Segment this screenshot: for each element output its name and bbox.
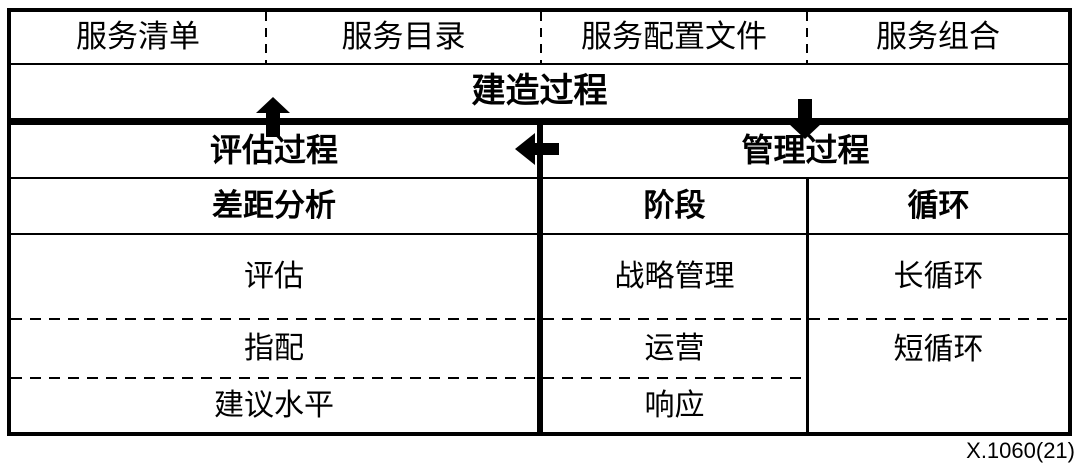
management-process-title: 管理过程 — [741, 132, 870, 169]
assignment-row: 指配 — [244, 332, 304, 365]
horizontal-divider — [543, 233, 806, 235]
horizontal-divider — [543, 177, 1068, 179]
dashed-horizontal-divider — [543, 377, 806, 379]
services-row: 服务清单 服务目录 服务配置文件 服务组合 — [11, 12, 1068, 63]
evaluation-row: 评估 — [244, 260, 304, 293]
horizontal-divider — [11, 177, 537, 179]
long-cycle-row: 长循环 — [893, 260, 984, 293]
short-cycle-row: 短循环 — [893, 333, 984, 366]
dashed-horizontal-divider — [11, 377, 537, 379]
dashed-horizontal-divider — [11, 318, 537, 320]
dashed-horizontal-divider — [543, 318, 806, 320]
service-portfolio-cell: 服务组合 — [876, 19, 1000, 55]
dashed-separator — [265, 12, 267, 63]
build-process-band: 建造过程 — [471, 71, 608, 110]
dashed-separator — [540, 12, 542, 63]
evaluation-process-panel: 评估过程 差距分析 评估 指配 建议水平 — [11, 125, 537, 432]
service-catalogue-cell: 服务目录 — [341, 19, 466, 55]
phase-cycle-grid: 阶段 战略管理 运营 响应 循环 长循环 短循环 — [543, 179, 1068, 432]
service-profile-cell: 服务配置文件 — [581, 19, 767, 55]
down-arrow-icon — [787, 98, 823, 140]
up-arrow-icon — [255, 96, 291, 138]
gap-analysis-header: 差距分析 — [212, 187, 336, 223]
management-process-panel: 管理过程 阶段 战略管理 运营 响应 循环 — [543, 125, 1068, 432]
phase-column: 阶段 战略管理 运营 响应 — [543, 179, 806, 432]
phase-cycle-divider — [806, 179, 809, 432]
service-list-cell: 服务清单 — [76, 19, 200, 55]
phase-header: 阶段 — [643, 187, 706, 223]
horizontal-divider — [11, 233, 537, 235]
thick-horizontal-divider — [11, 118, 1068, 125]
figure-caption: X.1060(21) — [966, 438, 1075, 463]
left-arrow-icon — [514, 132, 560, 166]
diagram-outer-box: 服务清单 服务目录 服务配置文件 服务组合 建造过程 评估过程 差距分析 评估 … — [7, 8, 1072, 436]
dashed-horizontal-divider — [809, 318, 1068, 320]
evaluation-process-title: 评估过程 — [209, 132, 338, 169]
operation-row: 运营 — [644, 332, 705, 365]
horizontal-divider — [11, 63, 1068, 65]
response-row: 响应 — [644, 389, 705, 422]
strategic-management-row: 战略管理 — [614, 260, 735, 293]
horizontal-divider — [809, 233, 1068, 235]
center-vertical-divider — [537, 125, 543, 432]
cycle-column: 循环 长循环 短循环 — [809, 179, 1068, 432]
recommended-level-row: 建议水平 — [214, 389, 334, 422]
dashed-separator — [806, 12, 808, 63]
cycle-header: 循环 — [907, 187, 970, 223]
lower-section: 评估过程 差距分析 评估 指配 建议水平 管理过程 阶段 — [11, 125, 1068, 432]
